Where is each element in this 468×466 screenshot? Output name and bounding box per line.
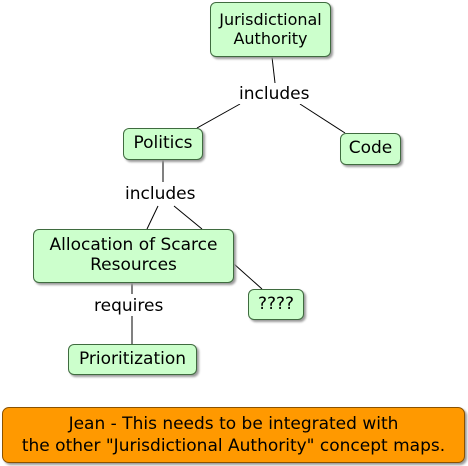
node-allocation-of-scarce-resources[interactable]: Allocation of Scarce Resources [33,229,234,283]
link-includes-to-allocation-right [173,205,203,230]
link-ja-to-includes [271,56,276,84]
node-code[interactable]: Code [340,133,401,165]
link-includes-to-politics [196,103,241,129]
link-label-includes-mid: includes [123,184,198,204]
node-unknown[interactable]: ???? [248,289,304,320]
node-jurisdictional-authority[interactable]: Jurisdictional Authority [210,2,331,57]
link-includes-to-code [299,103,346,134]
link-allocation-to-unknown [233,263,263,290]
note-annotation[interactable]: Jean - This needs to be integrated with … [2,407,465,463]
node-politics[interactable]: Politics [123,128,203,160]
link-label-requires: requires [92,296,166,316]
node-prioritization[interactable]: Prioritization [68,344,197,375]
link-includes-to-allocation-left [146,205,159,230]
link-label-includes-top: includes [237,84,312,104]
